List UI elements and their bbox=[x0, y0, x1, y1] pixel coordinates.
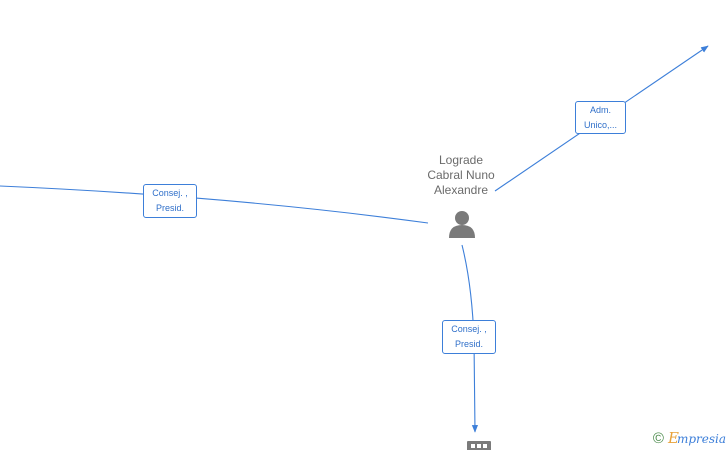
edge-label-bottom-line-1: Consej. , bbox=[451, 324, 487, 334]
person-name-line-1: Lograde bbox=[438, 153, 484, 167]
empresia-logo-text: mpresia bbox=[676, 432, 726, 446]
edge-label-left[interactable]: Consej. , Presid. bbox=[143, 184, 197, 218]
building-icon[interactable] bbox=[467, 441, 491, 450]
edge-line-left[interactable] bbox=[0, 185, 429, 224]
edge-label-top-right[interactable]: Adm. Unico,... bbox=[575, 101, 626, 134]
edge-label-left-line-2: Presid. bbox=[155, 203, 184, 213]
edge-label-bottom-line-2: Presid. bbox=[454, 339, 483, 349]
empresia-watermark: © Empresia bbox=[652, 430, 726, 448]
person-name-line-3: Alexandre bbox=[433, 183, 489, 197]
empresia-logo: Empresia bbox=[668, 430, 726, 448]
person-name[interactable]: Lograde Cabral Nuno Alexandre bbox=[411, 153, 511, 198]
person-name-line-2: Cabral Nuno bbox=[427, 168, 495, 182]
edge-label-left-line-1: Consej. , bbox=[152, 188, 188, 198]
copyright-symbol: © bbox=[652, 430, 664, 447]
edge-label-top-right-line-2: Unico,... bbox=[583, 120, 617, 130]
person-icon[interactable] bbox=[449, 211, 475, 238]
edge-label-bottom[interactable]: Consej. , Presid. bbox=[442, 320, 496, 354]
edge-label-top-right-line-1: Adm. bbox=[589, 105, 611, 115]
empresia-logo-initial: E bbox=[667, 429, 679, 447]
